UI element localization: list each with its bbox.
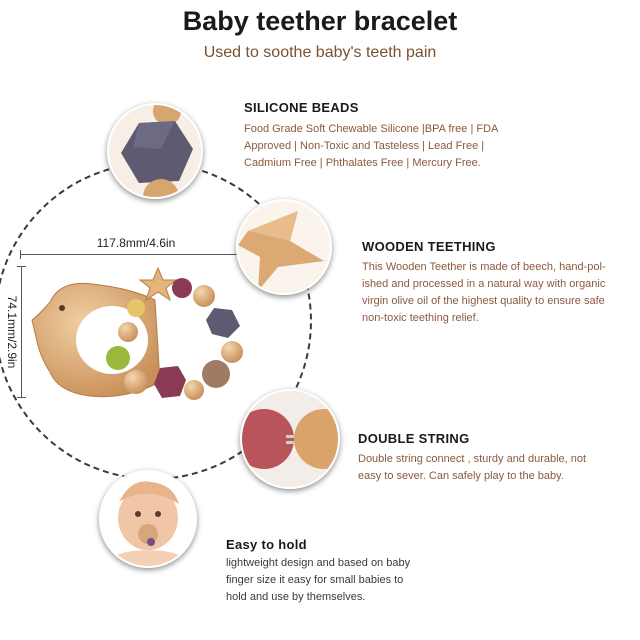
product-teether-bracelet [30, 262, 256, 410]
feature-heading-silicone-beads: SILICONE BEADS [244, 100, 359, 115]
height-dimension-label: 74.1mm/2.9in [5, 295, 19, 369]
wooden-star-closeup-image [236, 199, 332, 295]
feature-heading-easy-to-hold: Easy to hold [226, 537, 307, 552]
feature-heading-double-string: DOUBLE STRING [358, 431, 470, 446]
silicone-bead-closeup-image [107, 103, 203, 199]
width-dimension-label: 117.8mm/4.6in [96, 236, 176, 250]
double-string-closeup-image [240, 389, 340, 489]
feature-heading-wooden-teething: WOODEN TEETHING [362, 239, 496, 254]
feature-description-silicone-beads: Food Grade Soft Chewable Silicone |BPA f… [244, 123, 499, 169]
height-dimension-line [17, 266, 26, 398]
page-title: Baby teether bracelet [182, 6, 458, 36]
page-subtitle: Used to soothe baby's teeth pain [203, 44, 437, 61]
feature-description-double-string: Double string connect , sturdy and durab… [358, 453, 587, 482]
feature-description-easy-to-hold: lightweight design and based on baby fin… [226, 557, 411, 603]
width-dimension-line [20, 250, 252, 259]
baby-holding-teether-image [99, 470, 197, 568]
feature-description-wooden-teething: This Wooden Teether is made of beech, ha… [362, 261, 606, 324]
